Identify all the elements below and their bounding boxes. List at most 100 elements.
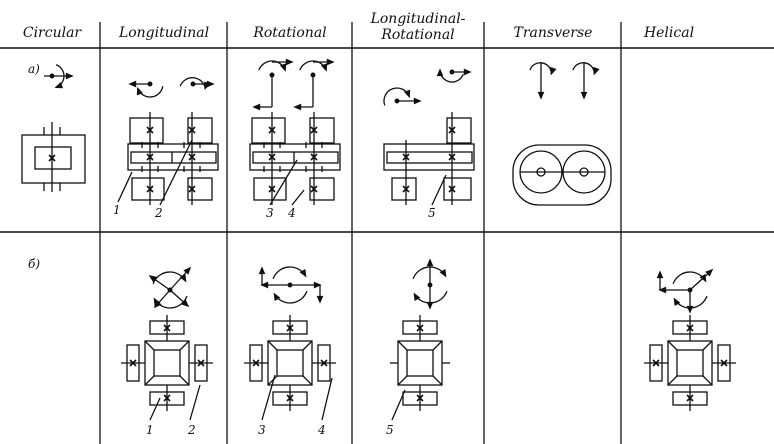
arrowhead-icon [148,275,157,283]
arrowhead-icon [252,103,261,111]
gear-box [251,117,286,144]
header-longitudinal-rotational-line2: Rotational [381,27,455,43]
arrowhead-icon [320,63,328,72]
bearing-cross-icon [268,185,276,193]
housing-frame [249,143,341,171]
bearing-cross-icon [448,126,456,134]
bearing-cross-icon [146,185,154,193]
pivot-dot [310,72,316,78]
bearing-cross-icon [146,126,154,134]
bearing-cross-icon [310,153,318,161]
pivot-dot [449,69,455,75]
callout-5-a: 5 [428,206,436,220]
arrowhead-icon [426,301,434,310]
bearing-cross-icon [402,153,410,161]
callout-5-b: 5 [386,423,394,437]
gear-box [391,177,417,201]
bearing-cross-icon [320,359,328,367]
arrowhead-icon [316,295,324,304]
leader-line [149,397,161,421]
arrowhead-icon [413,292,421,302]
arrowhead-icon [181,299,190,308]
arrowhead-icon [183,266,192,275]
callout-3-a: 3 [266,206,274,220]
gear-box [129,117,164,144]
bearing-cross-icon [720,359,728,367]
gear-box [131,177,165,201]
leader-line [321,377,333,421]
bearing-cross-icon [310,185,318,193]
pivot-dot [394,98,400,104]
bearing-cross-icon [448,153,456,161]
callout-4-a: 4 [288,206,296,220]
gear-box [443,177,472,201]
bearing-cross-icon [686,324,694,332]
bearing-cross-icon [286,394,294,402]
header-longitudinal-rotational-line1: Longitudinal- [370,11,466,27]
pivot-dot [147,81,153,87]
frame-bevel [667,340,713,386]
leader-line [391,389,406,421]
drum-hub [579,167,589,177]
frame-bevel [144,340,190,386]
arrowhead-icon [299,268,307,278]
header-transverse: Transverse [513,25,593,41]
arrowhead-icon [658,286,667,294]
leader-line [431,174,447,206]
header-rotational: Rotational [253,25,327,41]
arrowhead-icon [686,305,694,314]
arrowhead-icon [705,268,714,277]
gear-core [276,349,304,377]
gear-core [676,349,704,377]
arrowhead-icon [326,58,335,66]
arrowhead-icon [128,80,137,88]
bearing-cross-icon [188,126,196,134]
arrowhead-icon [673,297,681,307]
arrowhead-icon [153,300,162,309]
callout-4-b: 4 [318,423,326,437]
bearing-cross-icon [286,324,294,332]
arrowhead-icon [136,86,144,96]
arrowhead-icon [656,270,664,279]
arrowhead-icon [439,268,447,278]
arrowhead-icon [260,281,269,289]
bearing-cross-icon [48,154,56,162]
leader-line [291,189,305,206]
bearing-cross-icon [252,359,260,367]
row-label-b: б) [28,257,41,271]
bearing-cross-icon [448,185,456,193]
pivot-dot [269,72,275,78]
arrowhead-icon [413,97,422,105]
gear-bar [130,151,217,164]
row-label-a: a) [28,62,40,76]
callout-2-a: 2 [155,206,163,220]
arrowhead-icon [550,66,557,76]
housing-frame [21,134,86,184]
bearing-cross-icon [188,153,196,161]
gear-box [446,117,472,144]
arrowhead-icon [436,68,444,77]
drum-hub [536,167,546,177]
callout-2-b: 2 [188,423,196,437]
arrowhead-icon [403,89,411,99]
bearing-cross-icon [146,153,154,161]
arrowhead-icon [293,103,302,111]
pivot-dot [49,73,55,79]
callout-1-a: 1 [113,203,121,217]
gear-box [309,177,335,201]
housing-frame [383,143,475,171]
bearing-cross-icon [416,324,424,332]
arrowhead-icon [258,266,266,275]
bearing-cross-icon [310,126,318,134]
pivot-dot [190,81,196,87]
arrowhead-icon [426,258,434,267]
frame-bevel [397,340,443,386]
arrowhead-icon [313,281,322,289]
arrowhead-icon [580,91,588,100]
rotation-arc [179,77,206,89]
arrowhead-icon [65,72,74,80]
gear-box [34,146,72,170]
frame-bevel [267,340,313,386]
drum-housing [512,144,612,206]
